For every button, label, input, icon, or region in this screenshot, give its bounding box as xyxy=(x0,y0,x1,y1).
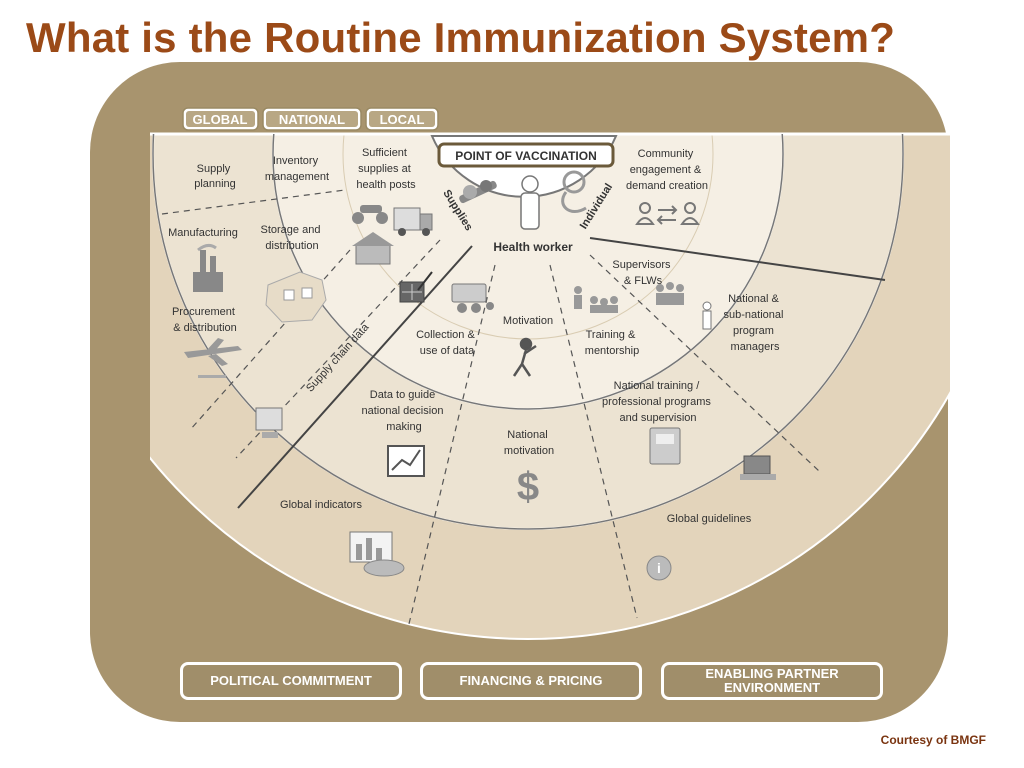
label-sufficient-supplies: Sufficient supplies at health posts xyxy=(356,147,416,191)
worker-icon xyxy=(512,337,537,377)
laptop-icon xyxy=(740,455,776,480)
page-title: What is the Routine Immunization System? xyxy=(26,14,896,61)
truck-icon xyxy=(393,207,433,236)
health-worker-label: Health worker xyxy=(493,240,573,254)
baby-icon xyxy=(561,170,587,214)
political-commitment-label: POLITICAL COMMITMENT xyxy=(210,673,372,688)
political-commitment-button[interactable]: POLITICAL COMMITMENT xyxy=(180,662,402,700)
label-manufacturing: Manufacturing xyxy=(168,227,238,239)
credit-text: Courtesy of BMGF xyxy=(880,733,986,747)
label-training-mentorship: Training & mentorship xyxy=(585,329,639,357)
person-icon xyxy=(520,175,540,230)
label-supervisors-flws: Supervisors & FLWs xyxy=(612,259,673,287)
motorcycle-icon xyxy=(352,205,388,224)
book-icon xyxy=(649,427,681,465)
map-icon xyxy=(265,271,327,323)
syringe-icon xyxy=(459,180,497,204)
house-icon xyxy=(352,232,394,265)
group-icon xyxy=(451,283,494,313)
computer-icon xyxy=(255,407,283,438)
label-inventory-management: Inventory management xyxy=(265,155,329,183)
factory-icon xyxy=(193,243,223,292)
tab-global[interactable]: GLOBAL xyxy=(193,112,248,127)
person-icon xyxy=(702,301,712,330)
point-of-vaccination-label: POINT OF VACCINATION xyxy=(455,149,597,163)
financing-pricing-label: FINANCING & PRICING xyxy=(459,673,603,688)
enabling-partner-button[interactable]: ENABLING PARTNER ENVIRONMENT xyxy=(661,662,883,700)
tab-local[interactable]: LOCAL xyxy=(380,112,425,127)
tab-national[interactable]: NATIONAL xyxy=(279,112,345,127)
dollar-icon: $ xyxy=(517,465,539,509)
label-motivation: Motivation xyxy=(503,315,553,327)
label-procurement-distribution: Procurement & distribution xyxy=(172,306,238,334)
people-exchange-icon xyxy=(635,202,700,225)
info-icon: i xyxy=(646,555,672,581)
enabling-partner-label-line2: ENVIRONMENT xyxy=(723,680,821,695)
point-of-vaccination-box xyxy=(437,142,615,168)
label-data-guide: Data to guide national decision making xyxy=(361,389,446,433)
svg-text:$: $ xyxy=(517,465,539,509)
label-storage-distribution: Storage and distribution xyxy=(261,224,324,252)
chart-icon xyxy=(387,445,425,477)
label-global-guidelines: Global guidelines xyxy=(667,513,752,525)
label-national-managers: National & sub-national program managers xyxy=(724,293,787,353)
label-national-training: National training / professional program… xyxy=(602,380,714,424)
svg-text:i: i xyxy=(657,560,661,576)
group-icon xyxy=(656,282,684,305)
financing-pricing-button[interactable]: FINANCING & PRICING xyxy=(420,662,642,700)
chart-icon xyxy=(349,531,405,577)
enabling-partner-label-line1: ENABLING PARTNER xyxy=(705,666,839,681)
label-supply-planning: Supply planning xyxy=(194,163,236,190)
clipboard-icon xyxy=(399,271,433,303)
label-global-indicators: Global indicators xyxy=(280,499,362,511)
plane-icon xyxy=(184,338,242,378)
label-community-engagement: Community engagement & demand creation xyxy=(626,148,708,192)
worker-icon xyxy=(574,286,618,313)
label-national-motivation: National motivation xyxy=(504,429,554,457)
label-collection-data: Collection & use of data xyxy=(416,329,478,357)
